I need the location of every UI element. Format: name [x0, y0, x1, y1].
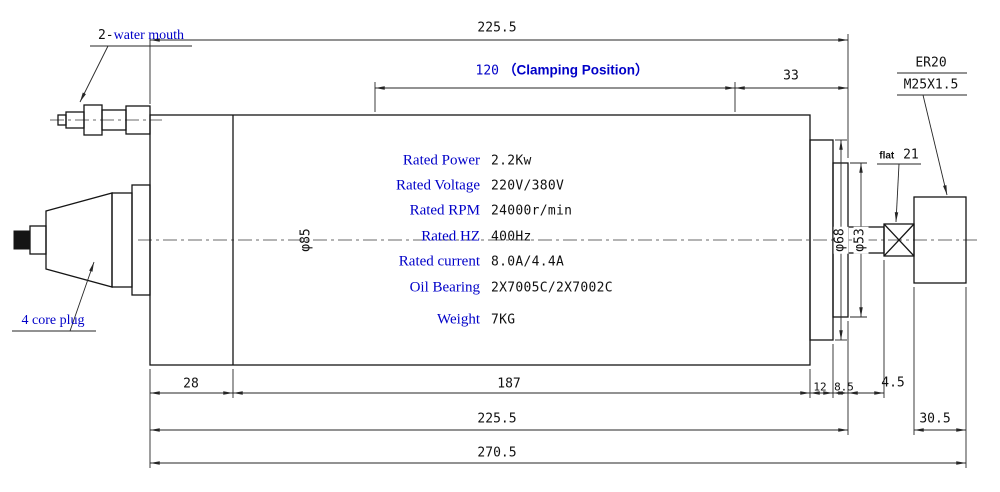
- spec-value-rated-hz: 400Hz: [491, 229, 532, 245]
- water-mouth-qty: 2-: [97, 27, 114, 43]
- spec-label-rated-voltage: Rated Voltage: [395, 177, 480, 194]
- spec-value-rated-current: 8.0A/4.4A: [491, 254, 565, 270]
- spec-label-weight: Weight: [437, 311, 480, 328]
- spec-label-rated-current: Rated current: [398, 253, 480, 270]
- thread-spec-label: M25X1.5: [903, 77, 959, 93]
- spec-label-oil-bearing: Oil Bearing: [409, 279, 480, 296]
- four-core-plug: [13, 184, 151, 296]
- dim-dia-body: φ85: [298, 228, 314, 252]
- water-mouth-fitting: [57, 104, 151, 136]
- spec-label-rated-rpm: Rated RPM: [409, 202, 480, 219]
- dim-bottom-total: 225.5: [477, 411, 517, 427]
- spec-value-rated-power: 2.2Kw: [491, 153, 532, 169]
- dim-overall: 270.5: [477, 445, 517, 461]
- leader-lines: [12, 45, 967, 332]
- dim-bottom-body: 187: [497, 376, 521, 392]
- spec-label-rated-hz: Rated HZ: [421, 228, 480, 245]
- flat-value: 21: [903, 147, 919, 163]
- spec-label-rated-power: Rated Power: [402, 152, 480, 169]
- spec-value-weight: 7KG: [491, 312, 516, 328]
- clamping-label: （Clamping Position）: [502, 62, 649, 78]
- core-plug-callout: 4 core plug: [21, 312, 85, 328]
- collet-type-label: ER20: [915, 55, 947, 71]
- dim-bottom-cap: 28: [183, 376, 199, 392]
- spec-value-oil-bearing: 2X7005C/2X7002C: [491, 280, 613, 296]
- dim-bottom-flange: 12: [813, 380, 827, 394]
- water-mouth-callout: 2-water mouth: [98, 28, 184, 44]
- dim-bottom-nut: 30.5: [919, 411, 951, 427]
- er20-collet-nut: [913, 196, 967, 284]
- water-mouth-label: water mouth: [113, 27, 185, 43]
- dim-bottom-nose: 8.5: [834, 380, 854, 394]
- dim-dia-nose: φ53: [852, 226, 869, 254]
- dim-dia-flange: φ68: [832, 226, 849, 254]
- spec-value-rated-voltage: 220V/380V: [491, 178, 565, 194]
- dimension-lines: [149, 34, 967, 468]
- dim-clamping-position: 120（Clamping Position）: [476, 63, 649, 80]
- wrench-flat-callout: flat 21: [879, 147, 919, 164]
- dim-top-total: 225.5: [477, 20, 517, 36]
- dim-top-right: 33: [783, 68, 799, 84]
- clamping-value: 120: [475, 63, 499, 79]
- spec-value-rated-rpm: 24000r/min: [491, 203, 573, 219]
- dim-bottom-shaft: 4.5: [881, 375, 905, 391]
- flat-label: flat: [879, 150, 895, 162]
